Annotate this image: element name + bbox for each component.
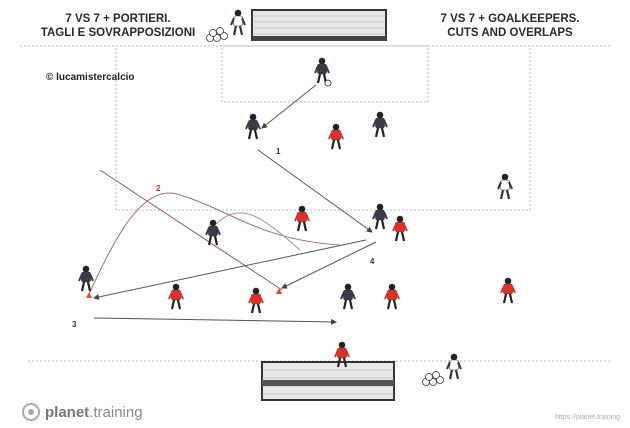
pass-line-3 (93, 317, 337, 325)
copyright-text: © lucamistercalcio (46, 72, 135, 83)
ball-icon (324, 79, 332, 87)
step-label-4: 4 (370, 257, 375, 266)
step-label-3: 3 (72, 320, 77, 329)
player-attacker-icon (168, 283, 184, 310)
player-defender-icon (205, 219, 221, 246)
step-label-2: 2 (156, 184, 161, 193)
bottom-goal (261, 361, 395, 401)
title-english-line-1: 7 VS 7 + GOALKEEPERS. (440, 13, 580, 25)
cone-icon (86, 288, 282, 298)
player-attacker-icon (384, 283, 400, 310)
penalty-area (115, 45, 531, 211)
planet-logo-icon (22, 403, 40, 421)
title-english: 7 VS 7 + GOALKEEPERS. CUTS AND OVERLAPS (420, 12, 600, 40)
player-attacker-icon (248, 287, 264, 314)
brand-name: planet (45, 403, 90, 421)
site-url[interactable]: https://planet.training (555, 414, 620, 421)
title-italian-line-1: 7 VS 7 + PORTIERI. (65, 13, 171, 25)
brand-logo[interactable]: planet.training (22, 403, 143, 421)
player-coach-icon (446, 353, 462, 380)
player-defender-icon (78, 265, 94, 292)
cut-run-curve (213, 212, 301, 251)
player-defender-icon (340, 283, 356, 310)
ball-pile-bottom-icon (422, 371, 444, 386)
player-defender-icon (372, 111, 388, 138)
pass-line-1 (257, 149, 373, 233)
goal-area (221, 45, 429, 103)
player-attacker-icon (334, 341, 350, 368)
pass-line-gk (261, 84, 317, 129)
brand-suffix: .training (89, 403, 143, 421)
title-italian-line-2: TAGLI E SOVRAPPOSIZIONI (40, 27, 196, 39)
player-goalkeeper-icon (497, 173, 513, 200)
player-coach-icon (230, 9, 246, 36)
dribble-line (99, 169, 283, 291)
title-english-line-2: CUTS AND OVERLAPS (447, 27, 573, 39)
ball-pile-top-icon (206, 27, 228, 42)
title-italian: 7 VS 7 + PORTIERI. TAGLI E SOVRAPPOSIZIO… (28, 12, 208, 40)
player-attacker-icon (328, 123, 344, 150)
player-attacker-icon (392, 215, 408, 242)
player-defender-icon (372, 203, 388, 230)
player-attacker-icon (500, 277, 516, 304)
player-defender-icon (245, 113, 261, 140)
overlap-run-curve (87, 192, 341, 297)
top-goal (251, 9, 387, 41)
player-goalkeeper-icon (314, 57, 330, 84)
step-label-1: 1 (276, 147, 281, 156)
pass-line-4 (93, 239, 367, 300)
run-line-to-4 (281, 241, 377, 289)
player-attacker-icon (294, 205, 310, 232)
